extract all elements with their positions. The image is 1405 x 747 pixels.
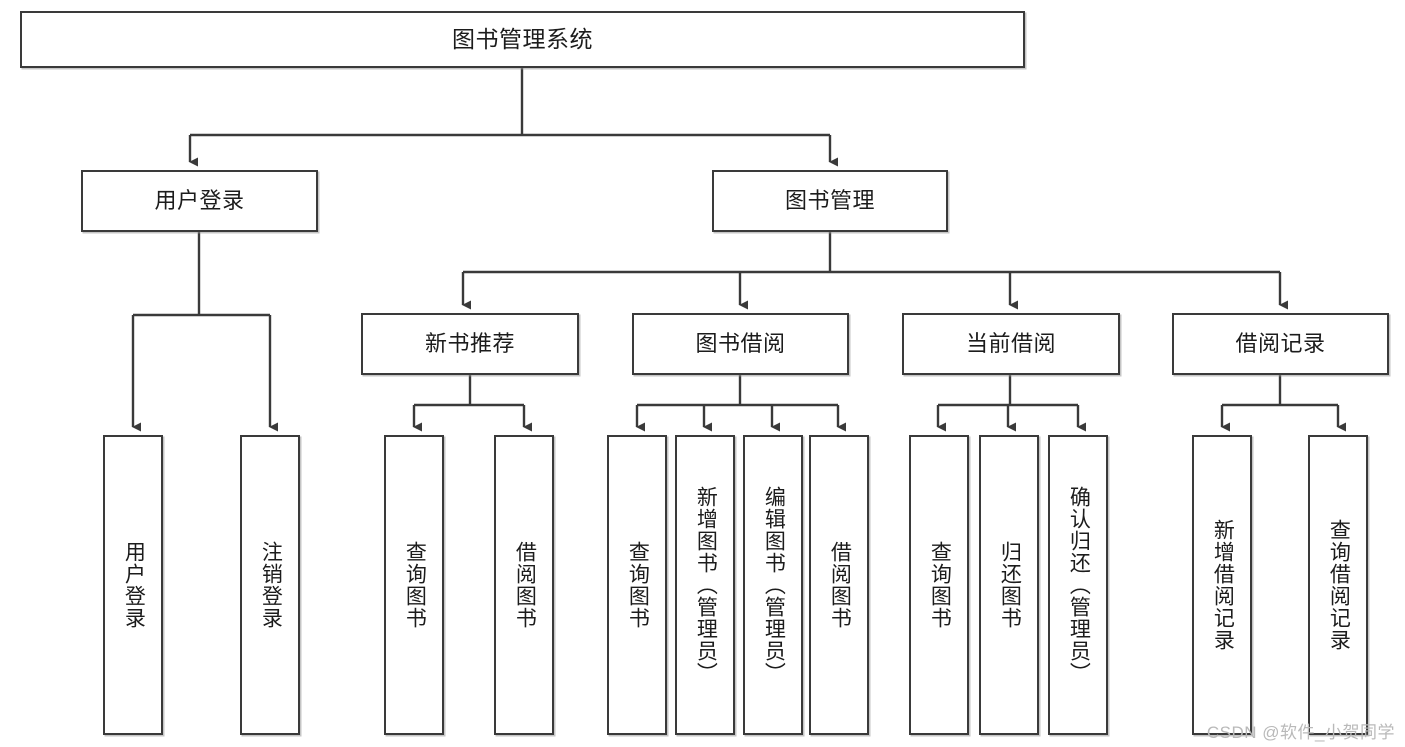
node-leaf-query-record[interactable]: 查询借阅记录 <box>1308 435 1368 735</box>
node-leaf-user-logout-label: 注销登录 <box>259 541 283 629</box>
node-leaf-query-book-2-label: 查询图书 <box>626 541 650 629</box>
node-leaf-edit-book-label: 编辑图书（管理员） <box>762 486 786 684</box>
node-leaf-query-book-1[interactable]: 查询图书 <box>384 435 444 735</box>
node-leaf-query-book-3-label: 查询图书 <box>928 541 952 629</box>
node-leaf-user-login-label: 用户登录 <box>122 541 146 629</box>
node-leaf-query-book-3[interactable]: 查询图书 <box>909 435 969 735</box>
node-leaf-borrow-book-1[interactable]: 借阅图书 <box>494 435 554 735</box>
node-leaf-edit-book[interactable]: 编辑图书（管理员） <box>743 435 803 735</box>
node-leaf-return-book-label: 归还图书 <box>998 541 1022 629</box>
node-leaf-add-book[interactable]: 新增图书（管理员） <box>675 435 735 735</box>
node-book-management-label: 图书管理 <box>784 188 875 214</box>
node-current-borrow[interactable]: 当前借阅 <box>902 313 1120 375</box>
node-leaf-query-book-1-label: 查询图书 <box>403 541 427 629</box>
node-leaf-query-book-2[interactable]: 查询图书 <box>607 435 667 735</box>
node-borrow-record-label: 借阅记录 <box>1235 331 1326 357</box>
node-leaf-user-login[interactable]: 用户登录 <box>103 435 163 735</box>
node-leaf-borrow-book-1-label: 借阅图书 <box>513 541 537 629</box>
node-book-borrow[interactable]: 图书借阅 <box>632 313 849 375</box>
node-new-book-recommend[interactable]: 新书推荐 <box>361 313 579 375</box>
node-leaf-borrow-book-2[interactable]: 借阅图书 <box>809 435 869 735</box>
node-leaf-confirm-return-label: 确认归还（管理员） <box>1067 486 1091 684</box>
node-leaf-add-record-label: 新增借阅记录 <box>1211 519 1235 651</box>
node-current-borrow-label: 当前借阅 <box>965 331 1056 357</box>
node-leaf-user-logout[interactable]: 注销登录 <box>240 435 300 735</box>
node-user-login[interactable]: 用户登录 <box>81 170 318 232</box>
node-leaf-borrow-book-2-label: 借阅图书 <box>828 541 852 629</box>
node-leaf-confirm-return[interactable]: 确认归还（管理员） <box>1048 435 1108 735</box>
node-root[interactable]: 图书管理系统 <box>20 11 1025 68</box>
node-leaf-add-record[interactable]: 新增借阅记录 <box>1192 435 1252 735</box>
node-leaf-query-record-label: 查询借阅记录 <box>1327 519 1351 651</box>
node-borrow-record[interactable]: 借阅记录 <box>1172 313 1389 375</box>
node-book-management[interactable]: 图书管理 <box>712 170 948 232</box>
node-book-borrow-label: 图书借阅 <box>695 331 786 357</box>
node-root-label: 图书管理系统 <box>452 26 593 53</box>
node-leaf-return-book[interactable]: 归还图书 <box>979 435 1039 735</box>
node-new-book-recommend-label: 新书推荐 <box>424 331 515 357</box>
node-user-login-label: 用户登录 <box>154 188 245 214</box>
csdn-watermark: CSDN @软件_小贺同学 <box>1206 723 1395 742</box>
node-leaf-add-book-label: 新增图书（管理员） <box>694 486 718 684</box>
